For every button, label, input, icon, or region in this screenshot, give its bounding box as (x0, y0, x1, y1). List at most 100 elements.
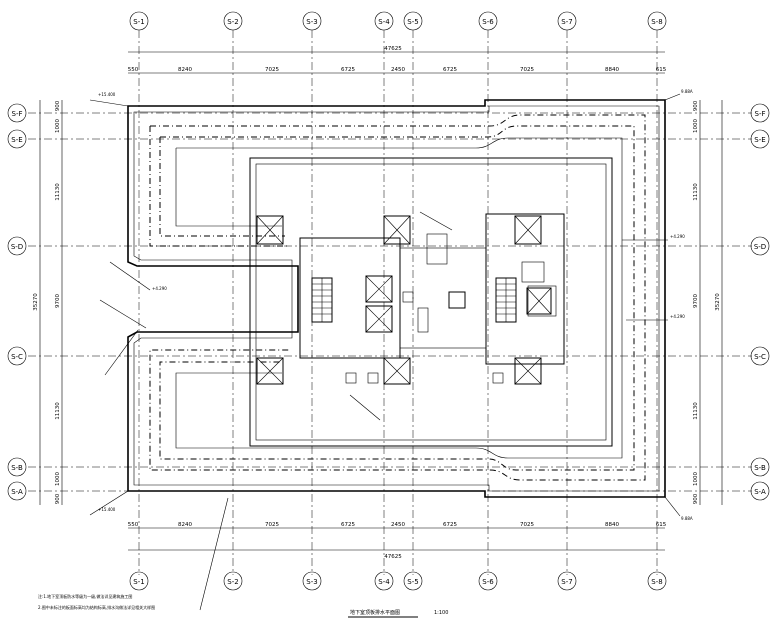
stair (311, 277, 333, 323)
level-label: +4.290 (670, 234, 685, 239)
svg-text:S-6: S-6 (482, 18, 494, 26)
svg-text:S-A: S-A (11, 488, 23, 496)
svg-text:9700: 9700 (693, 294, 699, 308)
elevator (365, 275, 393, 303)
svg-text:615: 615 (656, 67, 667, 73)
svg-text:S-F: S-F (755, 110, 766, 118)
elevator (514, 215, 542, 245)
svg-text:900: 900 (693, 493, 699, 504)
axis-bubbles-top: S-1 S-2 S-3 S-4 S-5 S-6 S-7 S-8 (129, 11, 667, 31)
axis-bubbles-right: S-F S-E S-D S-C S-B S-A (750, 103, 770, 501)
svg-text:S-3: S-3 (306, 18, 317, 26)
svg-text:S-3: S-3 (306, 578, 317, 586)
svg-text:615: 615 (656, 522, 667, 528)
note-label: 9.88A (681, 516, 693, 521)
axis-bubble: S-F (750, 103, 770, 123)
svg-text:S-1: S-1 (133, 578, 144, 586)
interior-plan (249, 157, 613, 447)
elevator (514, 357, 542, 385)
svg-text:35270: 35270 (33, 293, 39, 311)
svg-text:S-C: S-C (754, 353, 766, 361)
axis-bubble: S-5 (403, 11, 423, 31)
svg-text:900: 900 (693, 100, 699, 111)
axis-bubble: S-E (750, 129, 770, 149)
drainage-channels (149, 114, 646, 481)
title-text: 地下室顶板排水平面图 (350, 609, 400, 616)
svg-text:S-C: S-C (11, 353, 23, 361)
svg-text:1000: 1000 (693, 472, 699, 486)
svg-text:1000: 1000 (55, 119, 61, 133)
svg-text:S-6: S-6 (482, 578, 494, 586)
svg-text:8240: 8240 (178, 67, 192, 73)
axis-bubble: S-1 (129, 11, 149, 31)
svg-text:7025: 7025 (520, 522, 534, 528)
svg-text:S-5: S-5 (407, 578, 418, 586)
axis-bubble: S-4 (374, 11, 394, 31)
svg-text:550: 550 (128, 67, 139, 73)
elevation-label: +15.400 (98, 92, 116, 97)
svg-text:S-4: S-4 (378, 18, 390, 26)
axis-bubble: S-8 (647, 571, 667, 591)
svg-text:7025: 7025 (265, 67, 279, 73)
axis-bubble: S-C (7, 346, 27, 366)
svg-text:7025: 7025 (265, 522, 279, 528)
svg-text:6725: 6725 (341, 67, 355, 73)
axis-bubble: S-6 (478, 571, 498, 591)
axis-bubble: S-A (750, 481, 770, 501)
svg-text:S-2: S-2 (227, 18, 238, 26)
axis-bubble: S-B (750, 457, 770, 477)
axis-bubble: S-2 (223, 571, 243, 591)
svg-text:11130: 11130 (693, 183, 699, 201)
overall-dimension: 47625 (384, 46, 402, 52)
elevator (383, 215, 411, 245)
axis-bubble: S-B (7, 457, 27, 477)
axis-bubble: S-7 (557, 571, 577, 591)
svg-text:2450: 2450 (391, 67, 405, 73)
elevation-label: +15.400 (98, 507, 116, 512)
axis-bubble: S-8 (647, 11, 667, 31)
svg-text:9700: 9700 (55, 294, 61, 308)
axis-bubble: S-E (7, 129, 27, 149)
svg-text:S-D: S-D (11, 243, 23, 251)
scale-text: 1:100 (434, 610, 448, 616)
svg-text:900: 900 (55, 100, 61, 111)
building-outline (127, 99, 666, 498)
svg-text:S-A: S-A (754, 488, 766, 496)
footnote-line: 注:1.地下室顶板防水等级为一级,做法详见建筑施工图 (38, 593, 132, 599)
axis-bubble: S-A (7, 481, 27, 501)
svg-text:S-E: S-E (11, 136, 22, 144)
elevator (365, 305, 393, 333)
svg-text:11130: 11130 (55, 402, 61, 420)
svg-text:1000: 1000 (693, 119, 699, 133)
axis-bubble: S-1 (129, 571, 149, 591)
svg-text:11130: 11130 (693, 402, 699, 420)
axis-bubble: S-2 (223, 11, 243, 31)
svg-text:900: 900 (55, 493, 61, 504)
axis-bubble: S-3 (302, 11, 322, 31)
svg-text:2450: 2450 (391, 522, 405, 528)
level-label: +4.290 (670, 314, 685, 319)
svg-text:S-1: S-1 (133, 18, 144, 26)
svg-text:6725: 6725 (443, 522, 457, 528)
svg-text:S-4: S-4 (378, 578, 390, 586)
level-label: +4.290 (152, 286, 167, 291)
axis-bubble: S-5 (403, 571, 423, 591)
elevator (526, 287, 552, 315)
svg-text:S-D: S-D (754, 243, 766, 251)
svg-text:8240: 8240 (178, 522, 192, 528)
svg-text:S-F: S-F (12, 110, 23, 118)
axis-bubble: S-C (750, 346, 770, 366)
svg-text:S-2: S-2 (227, 578, 238, 586)
svg-text:1000: 1000 (55, 472, 61, 486)
svg-text:S-B: S-B (11, 464, 23, 472)
svg-text:S-7: S-7 (561, 18, 572, 26)
axis-bubbles-bottom: S-1 S-2 S-3 S-4 S-5 S-6 S-7 S-8 (129, 571, 667, 591)
annotations: +15.400 +15.400 9.88A 9.88A +4.290 +4.29… (89, 89, 693, 611)
elevator (256, 357, 284, 385)
axis-bubble: S-D (750, 236, 770, 256)
svg-text:8840: 8840 (605, 522, 619, 528)
svg-text:S-7: S-7 (561, 578, 572, 586)
drawing-title: 地下室顶板排水平面图 1:100 (348, 609, 448, 618)
axis-bubble: S-3 (302, 571, 322, 591)
